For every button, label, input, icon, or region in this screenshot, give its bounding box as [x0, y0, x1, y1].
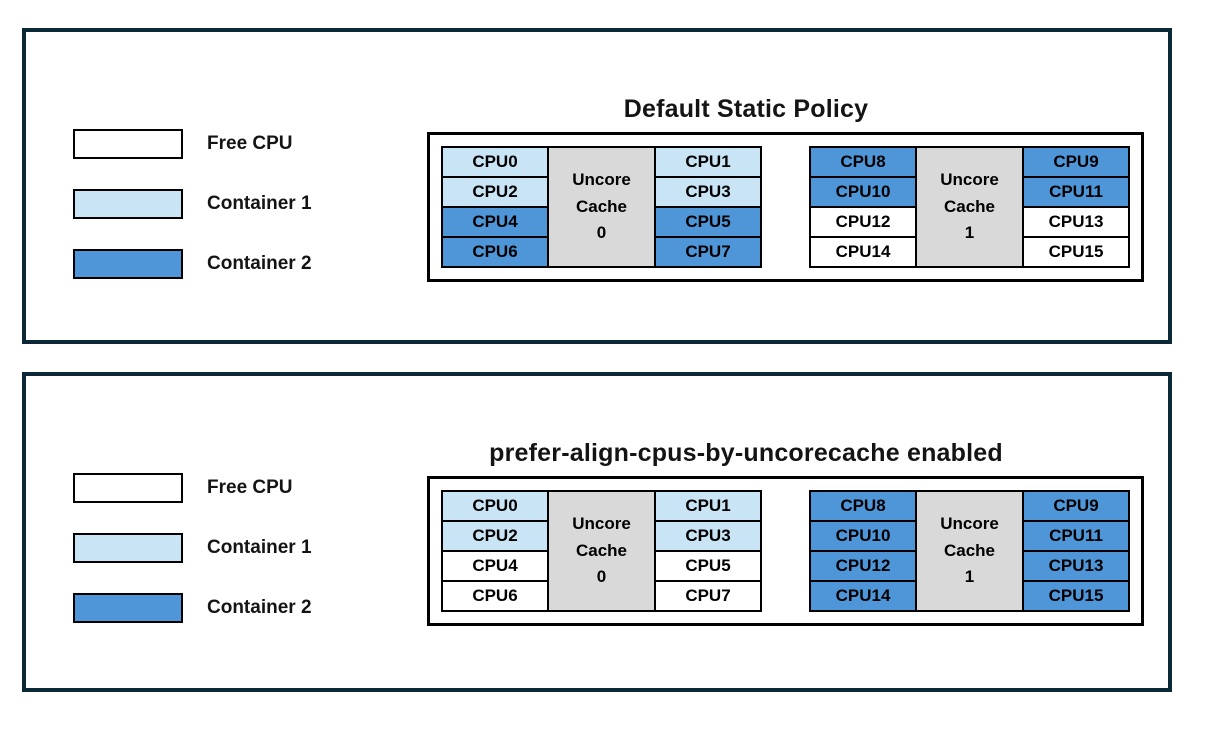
cpu-cell-cpu11: CPU11: [1024, 178, 1128, 206]
cpu-cell-cpu7: CPU7: [656, 582, 760, 610]
legend-item-container-2: Container 2: [73, 249, 312, 279]
panel-default-static-policy: Default Static Policy Free CPU Container…: [22, 28, 1172, 344]
cpu-cell-cpu1: CPU1: [656, 148, 760, 176]
panel-title: prefer-align-cpus-by-uncorecache enabled: [489, 438, 1003, 467]
cpu-cell-cpu7: CPU7: [656, 238, 760, 266]
uncore-cache-block-0: Uncore Cache 0: [549, 492, 654, 610]
cpu-cell-cpu14: CPU14: [811, 582, 915, 610]
cpu-cell-cpu10: CPU10: [811, 522, 915, 550]
cpu-cell-cpu14: CPU14: [811, 238, 915, 266]
legend-item-label: Container 1: [207, 193, 312, 214]
free-cpu-swatch: [73, 129, 183, 159]
cpu-cell-cpu12: CPU12: [811, 552, 915, 580]
legend-item-label: Free CPU: [207, 477, 293, 498]
cpu-cell-cpu5: CPU5: [656, 552, 760, 580]
legend-item-label: Container 2: [207, 597, 312, 618]
legend-item-container-2: Container 2: [73, 593, 312, 623]
cpu-cell-cpu13: CPU13: [1024, 552, 1128, 580]
legend-item-container-1: Container 1: [73, 533, 312, 563]
cpu-cell-cpu8: CPU8: [811, 148, 915, 176]
cpu-cell-cpu1: CPU1: [656, 492, 760, 520]
container-2-swatch: [73, 593, 183, 623]
cpu-cell-cpu4: CPU4: [443, 552, 547, 580]
uncore-cache-block-0: Uncore Cache 0: [549, 148, 654, 266]
cpu-cell-cpu2: CPU2: [443, 178, 547, 206]
cpu-cell-cpu8: CPU8: [811, 492, 915, 520]
cpu-cell-cpu9: CPU9: [1024, 148, 1128, 176]
legend-item-label: Free CPU: [207, 133, 293, 154]
cpu-cell-cpu15: CPU15: [1024, 238, 1128, 266]
legend-item-label: Container 1: [207, 537, 312, 558]
panel-title: Default Static Policy: [623, 94, 869, 123]
cpu-cell-cpu4: CPU4: [443, 208, 547, 236]
cpu-cell-cpu3: CPU3: [656, 178, 760, 206]
container-2-swatch: [73, 249, 183, 279]
cpu-cell-cpu3: CPU3: [656, 522, 760, 550]
cpu-cell-cpu11: CPU11: [1024, 522, 1128, 550]
legend-item-label: Container 2: [207, 253, 312, 274]
uncore-cache-block-1: Uncore Cache 1: [917, 148, 1022, 266]
legend-item-free-cpu: Free CPU: [73, 129, 293, 159]
container-1-swatch: [73, 189, 183, 219]
cpu-cell-cpu13: CPU13: [1024, 208, 1128, 236]
cpu-cell-cpu9: CPU9: [1024, 492, 1128, 520]
cpu-cell-cpu5: CPU5: [656, 208, 760, 236]
cpu-cell-cpu0: CPU0: [443, 148, 547, 176]
cpu-cell-cpu6: CPU6: [443, 582, 547, 610]
cpu-cell-cpu15: CPU15: [1024, 582, 1128, 610]
container-1-swatch: [73, 533, 183, 563]
free-cpu-swatch: [73, 473, 183, 503]
cpu-cell-cpu6: CPU6: [443, 238, 547, 266]
uncore-cache-block-1: Uncore Cache 1: [917, 492, 1022, 610]
cpu-cell-cpu12: CPU12: [811, 208, 915, 236]
legend-item-container-1: Container 1: [73, 189, 312, 219]
legend-item-free-cpu: Free CPU: [73, 473, 293, 503]
cpu-cell-cpu0: CPU0: [443, 492, 547, 520]
panel-prefer-align-cpus-by-uncorecache: prefer-align-cpus-by-uncorecache enabled…: [22, 372, 1172, 692]
cpu-cell-cpu2: CPU2: [443, 522, 547, 550]
cpu-cell-cpu10: CPU10: [811, 178, 915, 206]
